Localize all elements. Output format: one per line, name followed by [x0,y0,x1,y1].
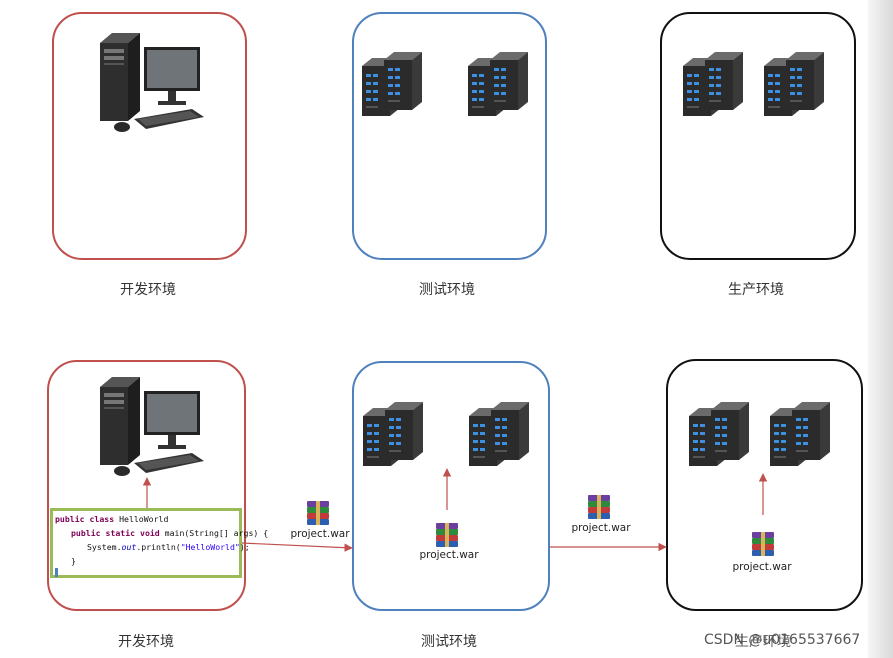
war-label-transfer-2: project.war [571,522,631,534]
code-line-3: System.out.println("HelloWorld"); [87,542,250,552]
code-line-4: } [71,556,76,566]
top-prod-label: 生产环境 [728,282,784,298]
war-archive-icon-3 [588,495,610,519]
code-text: main(String[] args) { [159,528,269,538]
bottom-dev-label: 开发环境 [118,634,174,650]
code-keyword: public class [55,514,115,524]
code-text: ); [239,542,250,552]
bottom-prod-label: 生产环境 [735,634,791,650]
war-label-test: project.war [419,549,479,561]
right-edge-shadow [868,0,893,658]
code-text: .println( [136,542,181,552]
code-field: out [121,542,137,552]
code-text: System. [87,542,122,552]
dev-to-test-arrow [241,542,353,552]
code-keyword: public static void [71,528,160,538]
war-label-transfer-1: project.war [290,528,350,540]
code-string: "HelloWorld" [180,542,240,552]
top-dev-label: 开发环境 [120,282,176,298]
war-archive-icon-4 [752,532,774,556]
code-text: HelloWorld [114,514,174,524]
bottom-test-label: 测试环境 [421,634,477,650]
text-cursor [55,568,58,577]
code-line-2: public static void main(String[] args) { [71,528,268,538]
hello-world-code-snippet: public class HelloWorld public static vo… [50,508,268,578]
top-test-label: 测试环境 [419,282,475,298]
war-archive-icon-1 [307,501,329,525]
war-label-prod: project.war [732,561,792,573]
csdn-watermark: CSDN @u0165537667 [704,632,861,648]
war-archive-icon-2 [436,523,458,547]
code-line-1: public class HelloWorld [55,514,173,524]
bottom-prod-environment-box [666,359,863,611]
